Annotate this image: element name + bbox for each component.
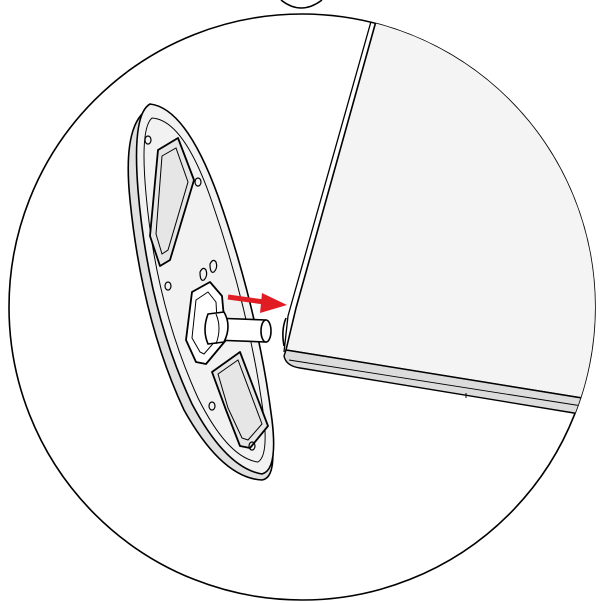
- base-plate-rim: [143, 117, 266, 463]
- monitor-bottom-inner-line: [288, 359, 583, 407]
- arrow-head: [260, 293, 287, 313]
- shaft-collar-line: [215, 313, 220, 345]
- monitor-socket: [282, 317, 287, 347]
- base-keyhole-1: [199, 267, 208, 281]
- arrow-shaft: [227, 294, 265, 305]
- base-hole-4: [208, 401, 216, 411]
- base-lower-recess-inner: [217, 359, 263, 441]
- connector-shaft: [204, 311, 272, 345]
- top-arc-fragment: [280, 0, 323, 9]
- base-upper-recess-inner: [155, 147, 189, 255]
- insert-direction-arrow: [227, 293, 287, 313]
- base-hole-2: [194, 177, 202, 187]
- base-keyhole-2: [209, 259, 218, 273]
- base-hole-1: [144, 135, 152, 145]
- stand-base-plate: [127, 103, 275, 481]
- shaft-tip: [260, 319, 272, 343]
- base-hole-5: [248, 441, 256, 451]
- base-bracket-inner: [191, 291, 219, 355]
- shaft-collar: [204, 311, 229, 345]
- base-hole-3: [164, 281, 172, 291]
- base-lower-recess: [211, 351, 269, 449]
